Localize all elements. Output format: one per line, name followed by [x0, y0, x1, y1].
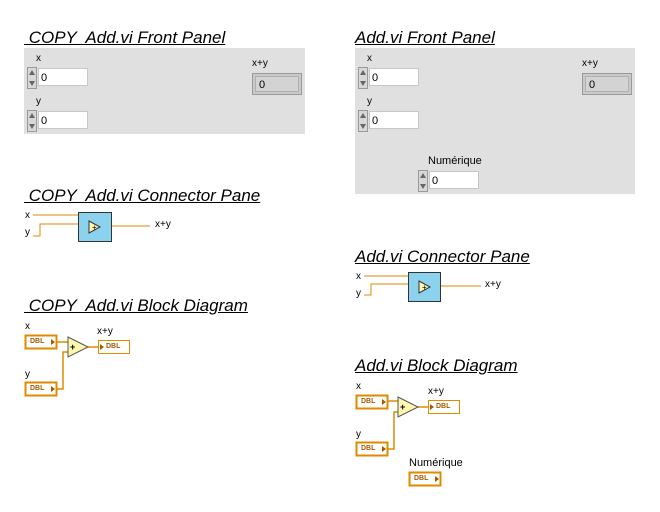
copy-front-panel-title: COPY Add.vi Front Panel — [24, 28, 226, 47]
connector-title: Add.vi Connector Pane — [355, 247, 530, 266]
copy-conn-x-label: x — [25, 210, 30, 221]
copy-x-terminal-dbl: DBL — [30, 338, 45, 345]
copy-front-panel: x 0 y 0 x+y 0 — [24, 48, 305, 134]
copy-block-title: COPY Add.vi Block Diagram — [24, 296, 248, 315]
front-panel: x 0 y 0 x+y 0 Numérique 0 — [355, 48, 635, 194]
y-stepper[interactable] — [358, 110, 368, 132]
copy-x-label: x — [36, 53, 41, 64]
x-label: x — [367, 53, 372, 64]
numeric-label: Numérique — [428, 155, 482, 167]
sum-value: 0 — [585, 76, 629, 92]
conn-x-label: x — [356, 271, 361, 282]
block-title: Add.vi Block Diagram — [355, 356, 518, 375]
copy-conn-y-label: y — [25, 227, 30, 238]
copy-x-input[interactable]: 0 — [38, 68, 88, 86]
copy-add-node: + — [70, 342, 76, 352]
copy-sum-terminal[interactable] — [98, 340, 130, 354]
copy-bd-x-label: x — [25, 321, 30, 332]
numeric-input[interactable]: 0 — [429, 171, 479, 189]
bd-y-label: y — [356, 429, 361, 440]
svg-text:+: + — [422, 283, 427, 292]
x-terminal[interactable] — [355, 394, 389, 410]
bd-out-label: x+y — [428, 386, 444, 397]
svg-text:+: + — [92, 223, 97, 232]
numeric-terminal[interactable] — [408, 471, 442, 487]
sum-indicator: 0 — [582, 73, 632, 95]
y-label: y — [367, 96, 372, 107]
y-terminal[interactable] — [355, 441, 389, 457]
copy-sum-value: 0 — [255, 76, 299, 92]
x-input[interactable]: 0 — [369, 68, 419, 86]
y-terminal-dbl: DBL — [361, 445, 376, 452]
y-input[interactable]: 0 — [369, 111, 419, 129]
copy-x-terminal[interactable] — [24, 334, 58, 350]
bd-numeric-label: Numérique — [409, 457, 463, 469]
conn-out-label: x+y — [485, 279, 501, 290]
add-node: + — [400, 402, 406, 412]
copy-bd-y-label: y — [25, 369, 30, 380]
x-terminal-dbl: DBL — [361, 398, 376, 405]
copy-conn-out-label: x+y — [155, 219, 171, 230]
copy-sum-indicator: 0 — [252, 73, 302, 95]
copy-y-input[interactable]: 0 — [38, 111, 88, 129]
sum-terminal-dbl: DBL — [436, 403, 451, 410]
copy-x-stepper[interactable] — [27, 67, 37, 89]
sum-label: x+y — [582, 58, 598, 69]
copy-y-terminal[interactable] — [24, 381, 58, 397]
x-stepper[interactable] — [358, 67, 368, 89]
copy-connector-title: COPY Add.vi Connector Pane — [24, 186, 261, 205]
bd-x-label: x — [356, 381, 361, 392]
sum-terminal[interactable] — [428, 400, 460, 414]
copy-y-terminal-dbl: DBL — [30, 385, 45, 392]
copy-sum-terminal-dbl: DBL — [106, 343, 121, 350]
copy-bd-out-label: x+y — [97, 326, 113, 337]
numeric-terminal-dbl: DBL — [414, 475, 429, 482]
numeric-stepper[interactable] — [418, 170, 428, 192]
copy-y-stepper[interactable] — [27, 110, 37, 132]
front-panel-title: Add.vi Front Panel — [355, 28, 495, 47]
copy-y-label: y — [36, 96, 41, 107]
copy-sum-label: x+y — [252, 58, 268, 69]
conn-y-label: y — [356, 288, 361, 299]
